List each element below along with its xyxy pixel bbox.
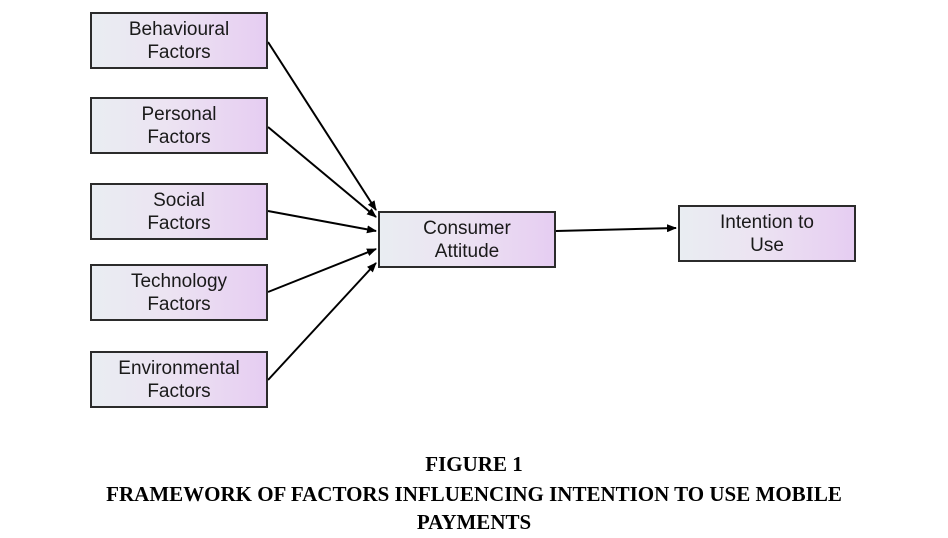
figure-title: FRAMEWORK OF FACTORS INFLUENCING INTENTI…: [106, 482, 842, 534]
arrow-environmental-to-attitude: [267, 262, 377, 381]
arrow-behavioural-to-attitude: [267, 41, 377, 211]
node-consumer-attitude: Consumer Attitude: [378, 211, 556, 268]
node-label: Social Factors: [147, 189, 211, 234]
node-label: Intention to Use: [719, 211, 815, 256]
figure-label: FIGURE 1: [425, 452, 523, 476]
node-label: Consumer Attitude: [423, 217, 511, 262]
node-label: Behavioural Factors: [128, 18, 230, 63]
diagram-arrows: [267, 41, 677, 381]
node-label: Environmental Factors: [118, 357, 240, 402]
node-behavioural-factors: Behavioural Factors: [90, 12, 268, 69]
arrow-personal-to-attitude: [267, 126, 377, 218]
node-intention-to-use: Intention to Use: [678, 205, 856, 262]
node-social-factors: Social Factors: [90, 183, 268, 240]
node-label: Personal Factors: [141, 103, 217, 148]
node-personal-factors: Personal Factors: [90, 97, 268, 154]
arrow-technology-to-attitude: [267, 248, 377, 293]
framework-diagram: Behavioural Factors Personal Factors Soc…: [90, 12, 856, 408]
node-label: Technology Factors: [130, 270, 228, 315]
arrow-social-to-attitude: [267, 210, 377, 234]
node-technology-factors: Technology Factors: [90, 264, 268, 321]
node-environmental-factors: Environmental Factors: [90, 351, 268, 408]
arrow-attitude-to-intention: [555, 224, 677, 233]
